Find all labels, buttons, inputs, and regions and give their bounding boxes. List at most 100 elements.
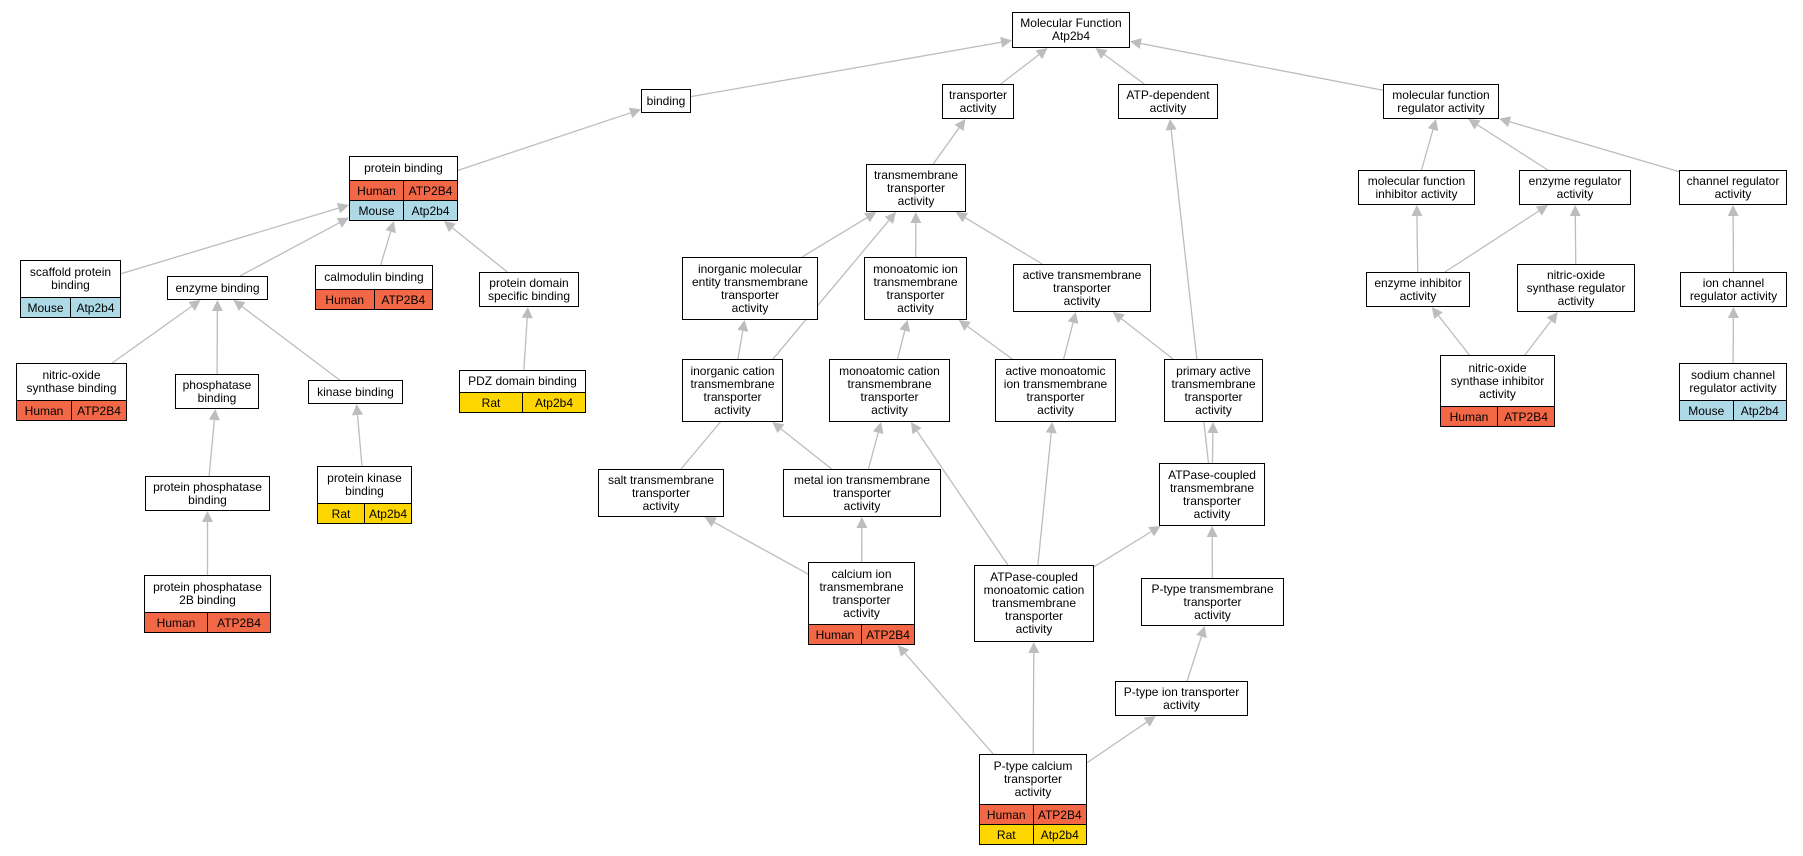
edge-arrowhead-tmtrans-to-transporter <box>954 119 966 132</box>
go-term-node-monocat[interactable]: monoatomic cation transmembrane transpor… <box>829 359 950 422</box>
edge-arrowhead-protbind-to-binding <box>628 107 641 119</box>
go-term-node-ionchanreg[interactable]: ion channel regulator activity <box>1680 272 1787 307</box>
go-term-node-atpcoupled[interactable]: ATPase-coupled transmembrane transporter… <box>1159 463 1265 526</box>
edge-enzreg-to-mfreg <box>1477 124 1549 171</box>
edge-transporter-to-mf <box>1000 54 1040 85</box>
go-term-node-salt[interactable]: salt transmembrane transporter activity <box>598 469 724 517</box>
edge-protbind-to-binding <box>457 112 631 171</box>
go-term-node-noreg[interactable]: nitric-oxide synthase regulator activity <box>1517 264 1635 312</box>
go-term-node-kinbind[interactable]: kinase binding <box>308 380 403 404</box>
edge-ptypeca-to-calcium <box>904 652 994 755</box>
edge-arrowhead-phosbind-to-enzbind <box>211 300 223 312</box>
edge-arrowhead-mfreg-to-mf <box>1130 38 1142 49</box>
edge-arrowhead-protphos-to-phosbind <box>208 409 220 421</box>
go-term-node-calcium[interactable]: calcium ion transmembrane transporter ac… <box>808 562 915 645</box>
edge-enzinh-to-enzreg <box>1444 210 1540 273</box>
go-term-node-noinh[interactable]: nitric-oxide synthase inhibitor activity… <box>1440 355 1555 427</box>
go-term-node-atpmono[interactable]: ATPase-coupled monoatomic cation transme… <box>974 565 1094 642</box>
go-term-node-inorgcat[interactable]: inorganic cation transmembrane transport… <box>682 359 783 422</box>
go-term-label: PDZ domain binding <box>468 374 577 388</box>
go-term-node-protphos[interactable]: protein phosphatase binding <box>145 476 270 511</box>
go-term-node-mfinh[interactable]: molecular function inhibitor activity <box>1358 170 1475 205</box>
organism-label: Mouse <box>358 203 395 218</box>
go-term-label: ATPase-coupled monoatomic cation transme… <box>983 570 1085 636</box>
gene-label: ATP2B4 <box>1497 407 1554 426</box>
gene-label: Atp2b4 <box>1732 401 1787 420</box>
edge-ptypeca-to-atpmono <box>1032 652 1035 755</box>
organism-label: Human <box>156 615 196 630</box>
edge-arrowhead-chanreg-to-mfreg <box>1499 116 1512 127</box>
go-term-node-activetm[interactable]: active transmembrane transporter activit… <box>1013 264 1151 312</box>
edge-ptypeca-to-ptypeion <box>1086 721 1148 764</box>
go-term-label: salt transmembrane transporter activity <box>607 472 715 513</box>
edge-arrowhead-metal-to-monocat <box>872 422 884 435</box>
edge-arrowhead-salt-to-tmtrans <box>884 212 896 224</box>
gene-label: ATP2B4 <box>207 613 270 632</box>
go-term-label: scaffold protein binding <box>29 265 112 292</box>
go-term-node-primact[interactable]: primary active transmembrane transporter… <box>1164 359 1263 422</box>
edge-kinbind-to-enzbind <box>241 306 340 381</box>
go-term-label: phosphatase binding <box>182 377 252 405</box>
organism-label: Human <box>357 183 396 198</box>
annotation-row-human[interactable]: Human ATP2B4 <box>145 612 270 632</box>
annotation-row-mouse[interactable]: Mouse Atp2b4 <box>350 200 457 220</box>
gene-label: Atp2b4 <box>364 504 411 523</box>
go-term-node-enzbind[interactable]: enzyme binding <box>167 276 268 300</box>
edge-noinh-to-noreg <box>1524 320 1552 356</box>
go-term-label: monoatomic ion transmembrane transporter… <box>873 261 958 315</box>
go-term-label: active transmembrane transporter activit… <box>1022 267 1142 308</box>
go-term-node-mfreg[interactable]: molecular function regulator activity <box>1383 84 1499 119</box>
go-term-node-transporter[interactable]: transporter activity <box>942 84 1014 119</box>
edge-arrowhead-pdz-to-protdom <box>521 307 533 319</box>
edge-arrowhead-noinh-to-noreg <box>1546 312 1558 325</box>
go-term-node-metal[interactable]: metal ion transmembrane transporter acti… <box>783 469 941 517</box>
go-term-node-enzreg[interactable]: enzyme regulator activity <box>1519 170 1631 205</box>
go-term-node-activemono[interactable]: active monoatomic ion transmembrane tran… <box>995 359 1116 422</box>
edge-arrowhead-ptypetm-to-atpcoupled <box>1206 526 1218 538</box>
go-term-node-mf[interactable]: Molecular Function Atp2b4 <box>1012 12 1130 48</box>
gene-label: Atp2b4 <box>403 201 457 220</box>
edge-arrowhead-calcium-to-metal <box>856 517 868 529</box>
go-term-node-protdom[interactable]: protein domain specific binding <box>479 272 579 307</box>
edge-protphos-to-phosbind <box>208 419 215 477</box>
go-term-node-inorgmol[interactable]: inorganic molecular entity transmembrane… <box>682 257 818 320</box>
go-term-node-atpdep[interactable]: ATP-dependent activity <box>1118 84 1218 119</box>
go-term-node-tmtrans[interactable]: transmembrane transporter activity <box>866 164 966 212</box>
go-term-node-binding[interactable]: binding <box>641 89 691 113</box>
go-term-label: enzyme binding <box>175 280 260 295</box>
go-term-node-ptypeion[interactable]: P-type ion transporter activity <box>1115 681 1248 716</box>
edge-arrowhead-noreg-to-enzreg <box>1569 205 1581 217</box>
go-term-node-ptypetm[interactable]: P-type transmembrane transporter activit… <box>1141 578 1284 626</box>
go-term-label: channel regulator activity <box>1686 173 1780 201</box>
edge-metal-to-monocat <box>867 432 879 470</box>
go-term-node-chanreg[interactable]: channel regulator activity <box>1679 170 1787 205</box>
go-term-node-enzinh[interactable]: enzyme inhibitor activity <box>1366 272 1470 307</box>
edge-arrowhead-ptypeca-to-calcium <box>897 645 910 657</box>
go-term-node-monoion[interactable]: monoatomic ion transmembrane transporter… <box>864 257 967 320</box>
edge-arrowhead-primact-to-activetm <box>1112 312 1125 324</box>
go-term-node-phosbind[interactable]: phosphatase binding <box>175 374 259 409</box>
edge-atpmono-to-monocat <box>916 430 1009 566</box>
go-term-label: P-type transmembrane transporter activit… <box>1151 581 1274 622</box>
